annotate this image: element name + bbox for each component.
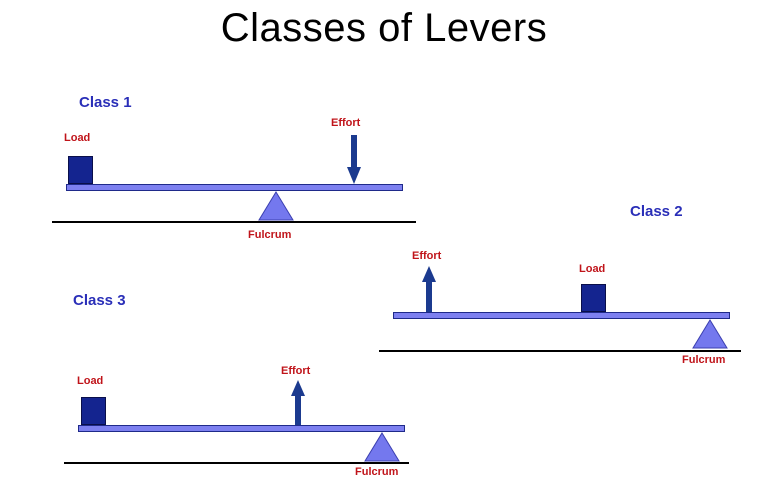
class-1-arrow-down-icon — [347, 135, 361, 184]
class-3-ground-line — [64, 462, 409, 464]
class-3-fulcrum-triangle-icon — [364, 432, 400, 462]
class-2-fulcrum-label: Fulcrum — [682, 354, 726, 366]
class-2-fulcrum-triangle-icon — [692, 319, 728, 349]
class-1-load-icon — [68, 156, 93, 184]
class-3-load-icon — [81, 397, 106, 425]
class-3-fulcrum-label: Fulcrum — [355, 466, 399, 478]
class-2-arrow-up-icon — [422, 266, 436, 313]
class-2-load-label: Load — [579, 263, 606, 275]
class-3-arrow-up-icon — [291, 380, 305, 426]
class-1-beam — [66, 184, 403, 191]
class-3-label: Class 3 — [73, 292, 126, 309]
class-2-beam — [393, 312, 730, 319]
class-3-load-label: Load — [77, 375, 104, 387]
class-3-effort-label: Effort — [281, 365, 311, 377]
page-title: Classes of Levers — [220, 6, 548, 50]
class-1-label: Class 1 — [79, 94, 132, 111]
class-1-load-label: Load — [64, 132, 91, 144]
class-2-load-icon — [581, 284, 606, 312]
class-2-label: Class 2 — [630, 203, 683, 220]
class-2-ground-line — [379, 350, 741, 352]
class-3-beam — [78, 425, 405, 432]
class-2-effort-label: Effort — [412, 250, 442, 262]
class-1-fulcrum-triangle-icon — [258, 191, 294, 221]
class-1-effort-label: Effort — [331, 117, 361, 129]
class-1-fulcrum-label: Fulcrum — [248, 229, 292, 241]
class-1-ground-line — [52, 221, 416, 223]
